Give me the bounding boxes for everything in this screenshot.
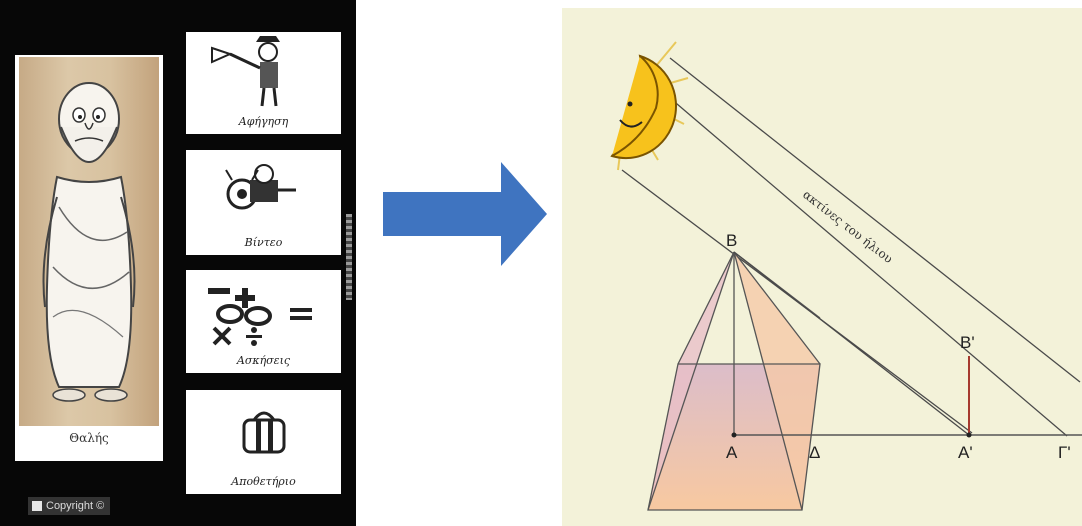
point-label-B-prime: B': [960, 333, 975, 352]
copyright-icon: [32, 501, 42, 511]
menu-video-button[interactable]: Βίντεο: [186, 150, 341, 255]
thales-portrait: [19, 57, 159, 426]
point-label-A-prime: A': [958, 443, 973, 462]
right-arrow-icon: [383, 162, 547, 266]
point-label-Gamma-prime: Γ': [1058, 443, 1071, 462]
menu-exercises-label: Ασκήσεις: [236, 354, 291, 367]
point-label-B: B: [726, 231, 737, 250]
thales-figure-icon: [42, 82, 136, 402]
side-scroll-strip: [346, 214, 352, 300]
math-symbols-icon: [208, 288, 312, 346]
app-panel: Θαλής Αφήγηση Βίντεο: [0, 0, 356, 526]
menu-exercises-button[interactable]: Ασκήσεις: [186, 270, 341, 373]
copyright-badge[interactable]: Copyright ©: [28, 497, 111, 515]
menu-repository-label: Αποθετήριο: [231, 475, 296, 488]
point-label-A: A: [726, 443, 738, 462]
menu-video-label: Βίντεο: [244, 236, 283, 249]
video-camera-icon: [225, 164, 296, 210]
character-name: Θαλής: [69, 431, 109, 445]
menu-repository-button[interactable]: Αποθετήριο: [186, 390, 341, 494]
thales-pyramid-diagram: B A Δ B' A' Γ' ακτίνες του ήλιου: [562, 8, 1082, 526]
menu-narration-button[interactable]: Αφήγηση: [186, 32, 341, 134]
storyteller-icon: [211, 36, 280, 107]
copyright-text: Copyright ©: [46, 500, 105, 512]
menu-narration-label: Αφήγηση: [238, 115, 289, 128]
bag-icon: [242, 411, 286, 454]
point-label-Delta: Δ: [809, 443, 820, 462]
thales-card[interactable]: Θαλής: [15, 55, 163, 461]
shadow-ray: [733, 251, 970, 436]
sun-icon: [610, 41, 689, 171]
